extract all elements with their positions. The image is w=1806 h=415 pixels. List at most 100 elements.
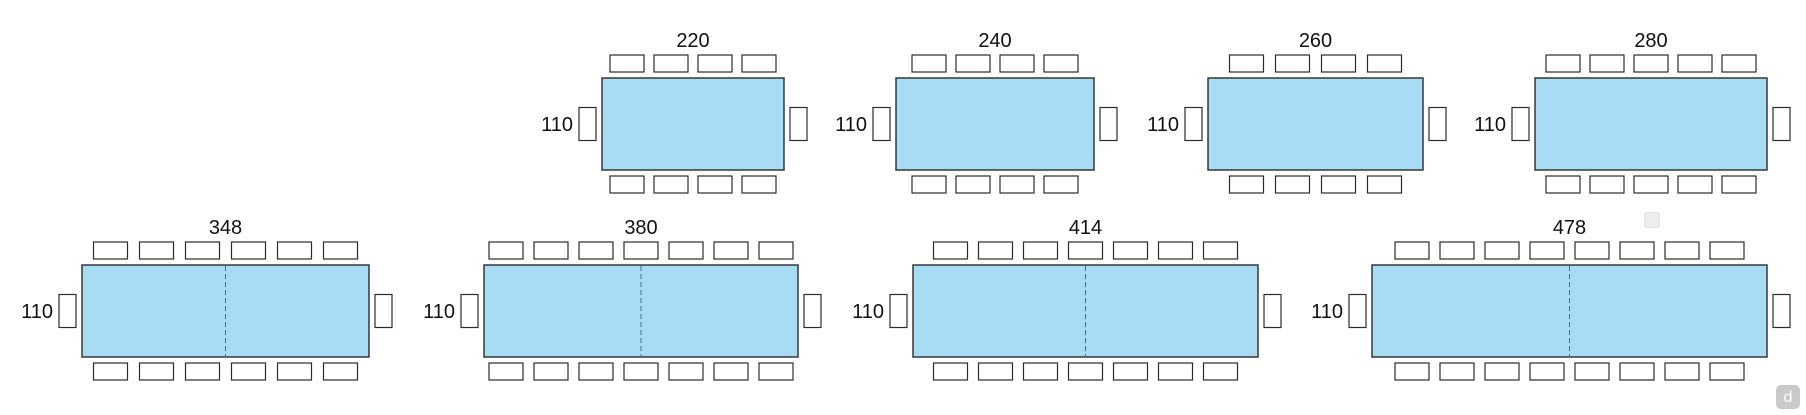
chair-bottom [758,362,794,381]
chair-bottom [276,362,313,381]
chair-top [1157,241,1194,260]
chair-top [92,241,129,260]
chair-left-end [460,293,479,329]
chair-top [1022,241,1059,260]
chair-bottom [1545,175,1581,194]
length-label: 348 [209,217,242,239]
chair-top [758,241,794,260]
chair-top [1619,241,1655,260]
chair-bottom [955,175,991,194]
chair-top [1320,54,1357,73]
chair-bottom [1202,362,1239,381]
table-top [601,77,785,171]
chair-bottom [230,362,267,381]
chair-bottom [999,175,1035,194]
chair-bottom [1022,362,1059,381]
chair-top [653,54,689,73]
chair-bottom [741,175,777,194]
width-label: 110 [852,301,884,323]
chair-top [697,54,733,73]
chair-top [955,54,991,73]
chair-bottom [1677,175,1713,194]
chair-left-end [872,106,891,142]
chair-top [741,54,777,73]
chair-top [1112,241,1149,260]
chair-right-end [374,293,393,329]
chair-bottom [1619,362,1655,381]
table-top [1207,77,1424,171]
chair-top [999,54,1035,73]
length-label: 478 [1553,217,1586,239]
length-label: 280 [1634,30,1667,52]
chair-top [1589,54,1625,73]
chair-bottom [1228,175,1265,194]
chair-bottom [668,362,704,381]
chair-top [1394,241,1430,260]
table-layout-380: 380 110 [423,217,822,381]
chair-top [1067,241,1104,260]
width-label: 110 [1311,301,1343,323]
chair-top [1529,241,1565,260]
chair-right-end [1428,106,1447,142]
chair-top [1274,54,1311,73]
chair-top [1545,54,1581,73]
chair-bottom [1633,175,1669,194]
chair-top [1633,54,1669,73]
length-label: 380 [624,217,657,239]
chair-right-end [803,293,822,329]
chair-bottom [1274,175,1311,194]
width-label: 110 [1474,114,1506,136]
chair-bottom [1484,362,1520,381]
chair-bottom [697,175,733,194]
chair-bottom [713,362,749,381]
chair-bottom [609,175,645,194]
chair-bottom [138,362,175,381]
chair-top [713,241,749,260]
chair-top [623,241,659,260]
chair-bottom [1439,362,1475,381]
length-label: 260 [1299,30,1332,52]
chair-top [911,54,947,73]
chair-top [1677,54,1713,73]
chair-top [1709,241,1745,260]
chair-bottom [911,175,947,194]
chair-top [609,54,645,73]
chair-top [322,241,359,260]
chair-top [578,241,614,260]
chair-top [1202,241,1239,260]
chair-top [230,241,267,260]
chair-bottom [1574,362,1610,381]
width-label: 110 [423,301,455,323]
chair-bottom [1366,175,1403,194]
chair-top [1043,54,1079,73]
chair-top [1484,241,1520,260]
chair-top [977,241,1014,260]
chair-top [1366,54,1403,73]
width-label: 110 [541,114,573,136]
chair-top [1574,241,1610,260]
chair-top [138,241,175,260]
chair-top [1439,241,1475,260]
chair-left-end [1348,293,1367,329]
chair-left-end [1184,106,1203,142]
width-label: 110 [835,114,867,136]
chair-bottom [184,362,221,381]
chair-top [1228,54,1265,73]
chair-bottom [1043,175,1079,194]
chair-right-end [1772,293,1791,329]
chair-top [488,241,524,260]
chair-top [1721,54,1757,73]
chair-left-end [578,106,597,142]
chair-top [932,241,969,260]
chair-bottom [1529,362,1565,381]
table-layout-478: 478 110 [1311,217,1791,381]
chair-right-end [1263,293,1282,329]
chair-top [668,241,704,260]
length-label: 220 [676,30,709,52]
chair-bottom [1664,362,1700,381]
